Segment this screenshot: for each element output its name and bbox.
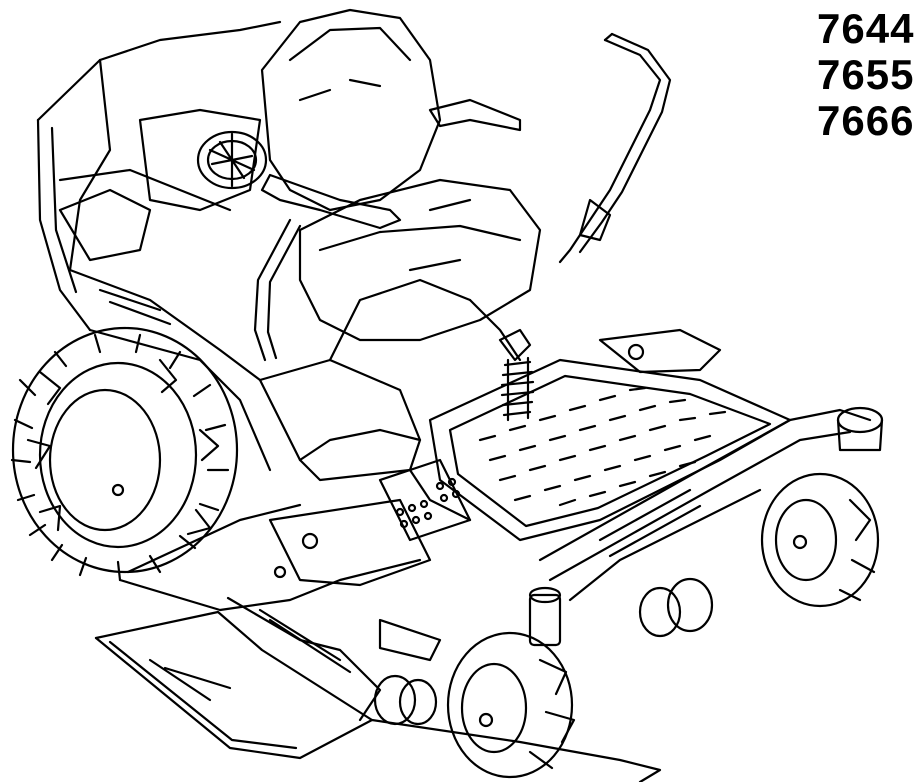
model-number-list: 7644 7655 7666: [817, 5, 914, 144]
mower-body: [36, 20, 472, 522]
control-lever: [558, 32, 672, 264]
deck-rollers: [373, 577, 714, 726]
model-number: 7655: [817, 51, 914, 98]
front-left-caster: [446, 586, 576, 779]
seat: [260, 8, 542, 362]
model-number: 7666: [817, 97, 914, 144]
front-frame: [538, 406, 884, 602]
suspension-spring: [498, 328, 535, 422]
front-right-caster: [760, 472, 880, 608]
floor-pan: [428, 328, 792, 542]
armrests: [253, 98, 522, 362]
engine-fan: [138, 108, 268, 212]
control-decals: [378, 458, 472, 542]
rear-left-tire: [10, 326, 239, 582]
mower-deck: [94, 498, 662, 782]
model-number: 7644: [817, 5, 914, 52]
